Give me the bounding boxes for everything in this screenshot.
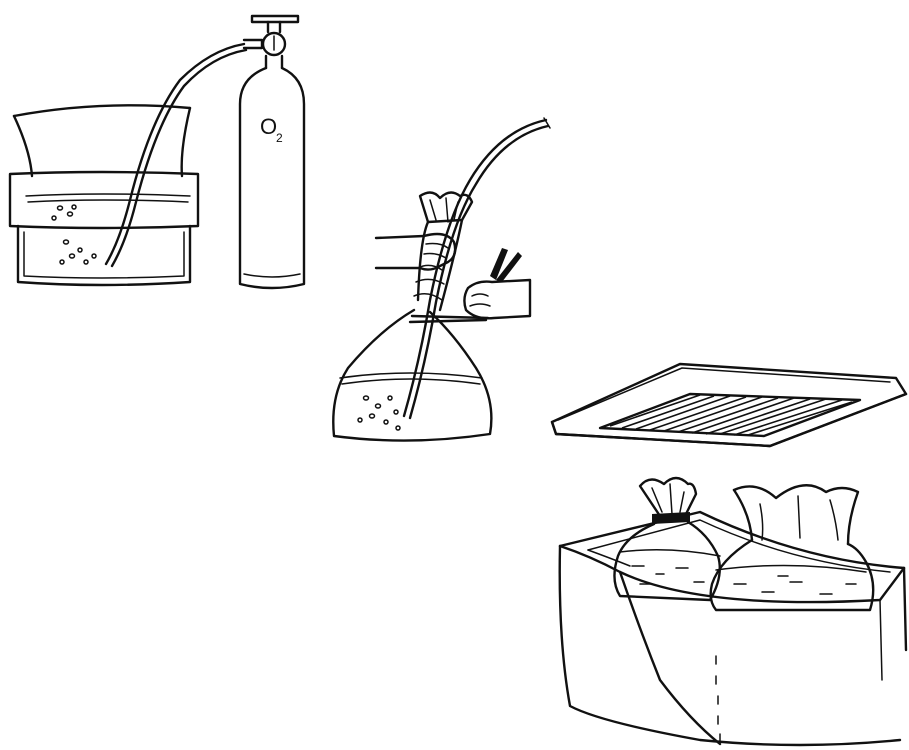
air-bubbles-icon	[52, 205, 96, 264]
beaker-icon	[10, 105, 198, 285]
bag-bubbles-icon	[358, 396, 400, 430]
hand-holding-bag-icon	[376, 234, 455, 270]
oxygen-cylinder-icon: O 2	[240, 16, 304, 288]
foam-box-lid-icon	[552, 364, 906, 446]
cylinder-label-subscript: 2	[276, 131, 283, 145]
sealed-bag-left-icon	[614, 478, 720, 600]
air-tube-icon	[106, 44, 246, 266]
cylinder-label: O	[260, 114, 277, 139]
